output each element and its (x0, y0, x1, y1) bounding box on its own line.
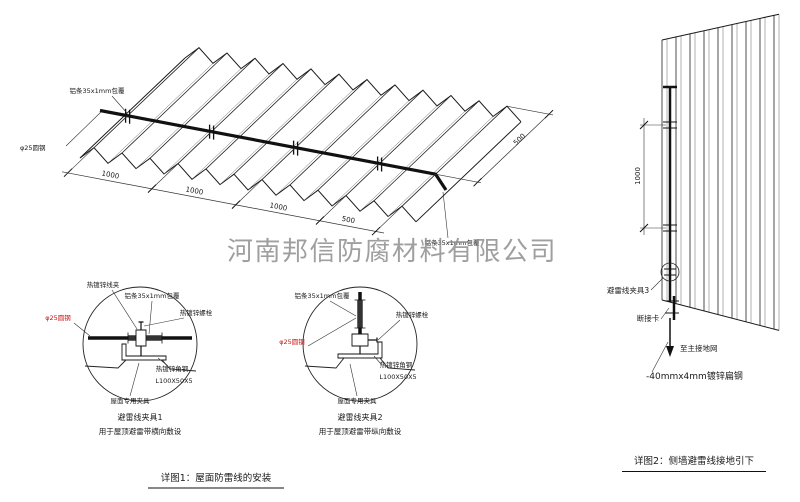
wire-clamp-ticks (124, 108, 383, 172)
captions: 详图1：屋面防雷线的安装 详图2：侧墙避雷线接地引下 (148, 455, 766, 489)
detail1-wrap-ends (127, 332, 163, 344)
detail2-angle-steel (337, 341, 383, 359)
detail2-label-bolt: 热镀锌螺栓 (396, 310, 429, 319)
detail2-clamp-body (351, 333, 369, 347)
label-alu-strip-bottom: 铝条35x1mm包覆 (425, 238, 480, 247)
conductor-clamp-ticks (663, 121, 679, 314)
label-round-steel-roof: φ25圆钢 (20, 144, 46, 152)
detail1-subtitle: 用于屋顶避雷带横向敷设 (99, 426, 182, 436)
dim-chain-line (61, 171, 385, 234)
dim-500-right-ticks (473, 109, 554, 187)
ground-arrowhead (666, 346, 674, 357)
wall-label-to-ground: 至主接地网 (680, 343, 718, 353)
detail1-label-bolt: 热镀锌螺栓 (180, 308, 213, 317)
detail2-bolt (359, 337, 378, 354)
dim-500-bottom: 500 (341, 215, 356, 225)
caption-detail2: 详图2：侧墙避雷线接地引下 (634, 455, 754, 467)
wall-label-disconnect: 断接卡 (637, 313, 660, 323)
detail1-circle (82, 286, 198, 402)
roof-side-edges (79, 57, 522, 223)
down-conductor (663, 85, 677, 320)
wall-dim-1000: 1000 (634, 167, 642, 185)
detail1-rib-profile (84, 359, 197, 372)
detail1-label-roof-clamp: 屋面专用夹具 (111, 396, 151, 405)
detail2-label-alu-strip: 铝条35x1mm包覆 (295, 291, 350, 300)
detail2-label-round-steel: φ25圆钢 (279, 338, 305, 346)
wall-label-flat-steel: -40mmx4mm镀锌扁钢 (646, 370, 743, 382)
roof-annotations: 铝条35x1mm包覆 铝条35x1mm包覆 φ25圆钢 (20, 86, 480, 247)
detail2-label-angle-spec: L100X50X5 (379, 373, 416, 381)
wall-ribs-main (661, 15, 775, 330)
leader-alu-bottom (442, 191, 449, 239)
caption-detail1: 详图1：屋面防雷线的安装 (161, 472, 272, 484)
dim-500-right-extensions (435, 105, 554, 184)
detail2-leaders (307, 300, 401, 397)
detail2-rib-profile (304, 357, 416, 371)
label-alu-strip-top: 铝条35x1mm包覆 (70, 86, 125, 95)
detail1-label-round-steel: φ25圆钢 (45, 314, 71, 322)
clamp3-detail-circle (660, 262, 680, 282)
wall-ribs-pair (666, 14, 780, 331)
dim-500-right: 500 (512, 132, 527, 147)
detail1-title: 避雷线夹具1 (117, 412, 162, 422)
dim-1000-1: 1000 (101, 169, 120, 180)
dim-chain-ticks (63, 168, 381, 236)
roof-ridge-lines (93, 47, 508, 207)
roof-sheet (79, 47, 522, 223)
detail1-label-alu-strip: 铝条35x1mm包覆 (125, 291, 180, 300)
detail2-wrap-ends (354, 299, 366, 329)
company-watermark: 河南邦信防腐材料有限公司 (227, 237, 557, 267)
detail2-label-roof-clamp: 屋面专用夹具 (338, 396, 378, 405)
wall-label-clamp3: 避雷线夹具3 (607, 285, 649, 295)
lightning-wire (99, 108, 448, 191)
detail1-bolt (138, 321, 144, 356)
clamp-detail-1: 热镀锌线夹 铝条35x1mm包覆 热镀锌螺栓 φ25圆钢 热镀锌角钢 L100X… (45, 280, 213, 436)
detail1-clamp-body (135, 329, 147, 347)
roof-dimensions: 1000 1000 1000 500 500 (61, 105, 554, 236)
dim-500-right-line (477, 113, 550, 183)
dim-extension-lines (67, 115, 436, 232)
wall-dim-ticks (639, 120, 649, 233)
detail1-angle-steel (121, 343, 167, 361)
wall-edges (661, 13, 780, 331)
wall-view: 1000 避雷线夹具3 断接卡 至主接地网 -40mmx4mm镀锌扁钢 (607, 13, 780, 382)
detail1-label-angle-steel: 热镀锌角钢 (156, 364, 189, 373)
roof-back-edge (184, 47, 522, 123)
roof-valley-lines (107, 63, 494, 217)
detail2-label-angle-steel: 热镀锌角钢 (380, 360, 413, 369)
dim-1000-2: 1000 (185, 185, 204, 196)
detail2-circle (302, 286, 418, 402)
leader-alu-top (111, 95, 128, 114)
clamp-detail-2: 铝条35x1mm包覆 热镀锌螺栓 φ25圆钢 热镀锌角钢 L100X50X5 屋… (279, 286, 429, 436)
detail1-label-wire-clamp: 热镀锌线夹 (87, 280, 120, 289)
roof-view: 1000 1000 1000 500 500 铝条35x1mm包覆 铝条35x1… (20, 47, 554, 247)
detail1-label-angle-spec: L100X50X5 (155, 377, 192, 385)
detail1-leaders (73, 289, 185, 397)
detail2-title: 避雷线夹具2 (337, 412, 382, 422)
dim-1000-3: 1000 (269, 201, 288, 212)
detail2-subtitle: 用于屋顶避雷带纵向敷设 (319, 426, 402, 436)
wall-leaders (650, 277, 670, 373)
leader-round-steel (65, 111, 102, 147)
